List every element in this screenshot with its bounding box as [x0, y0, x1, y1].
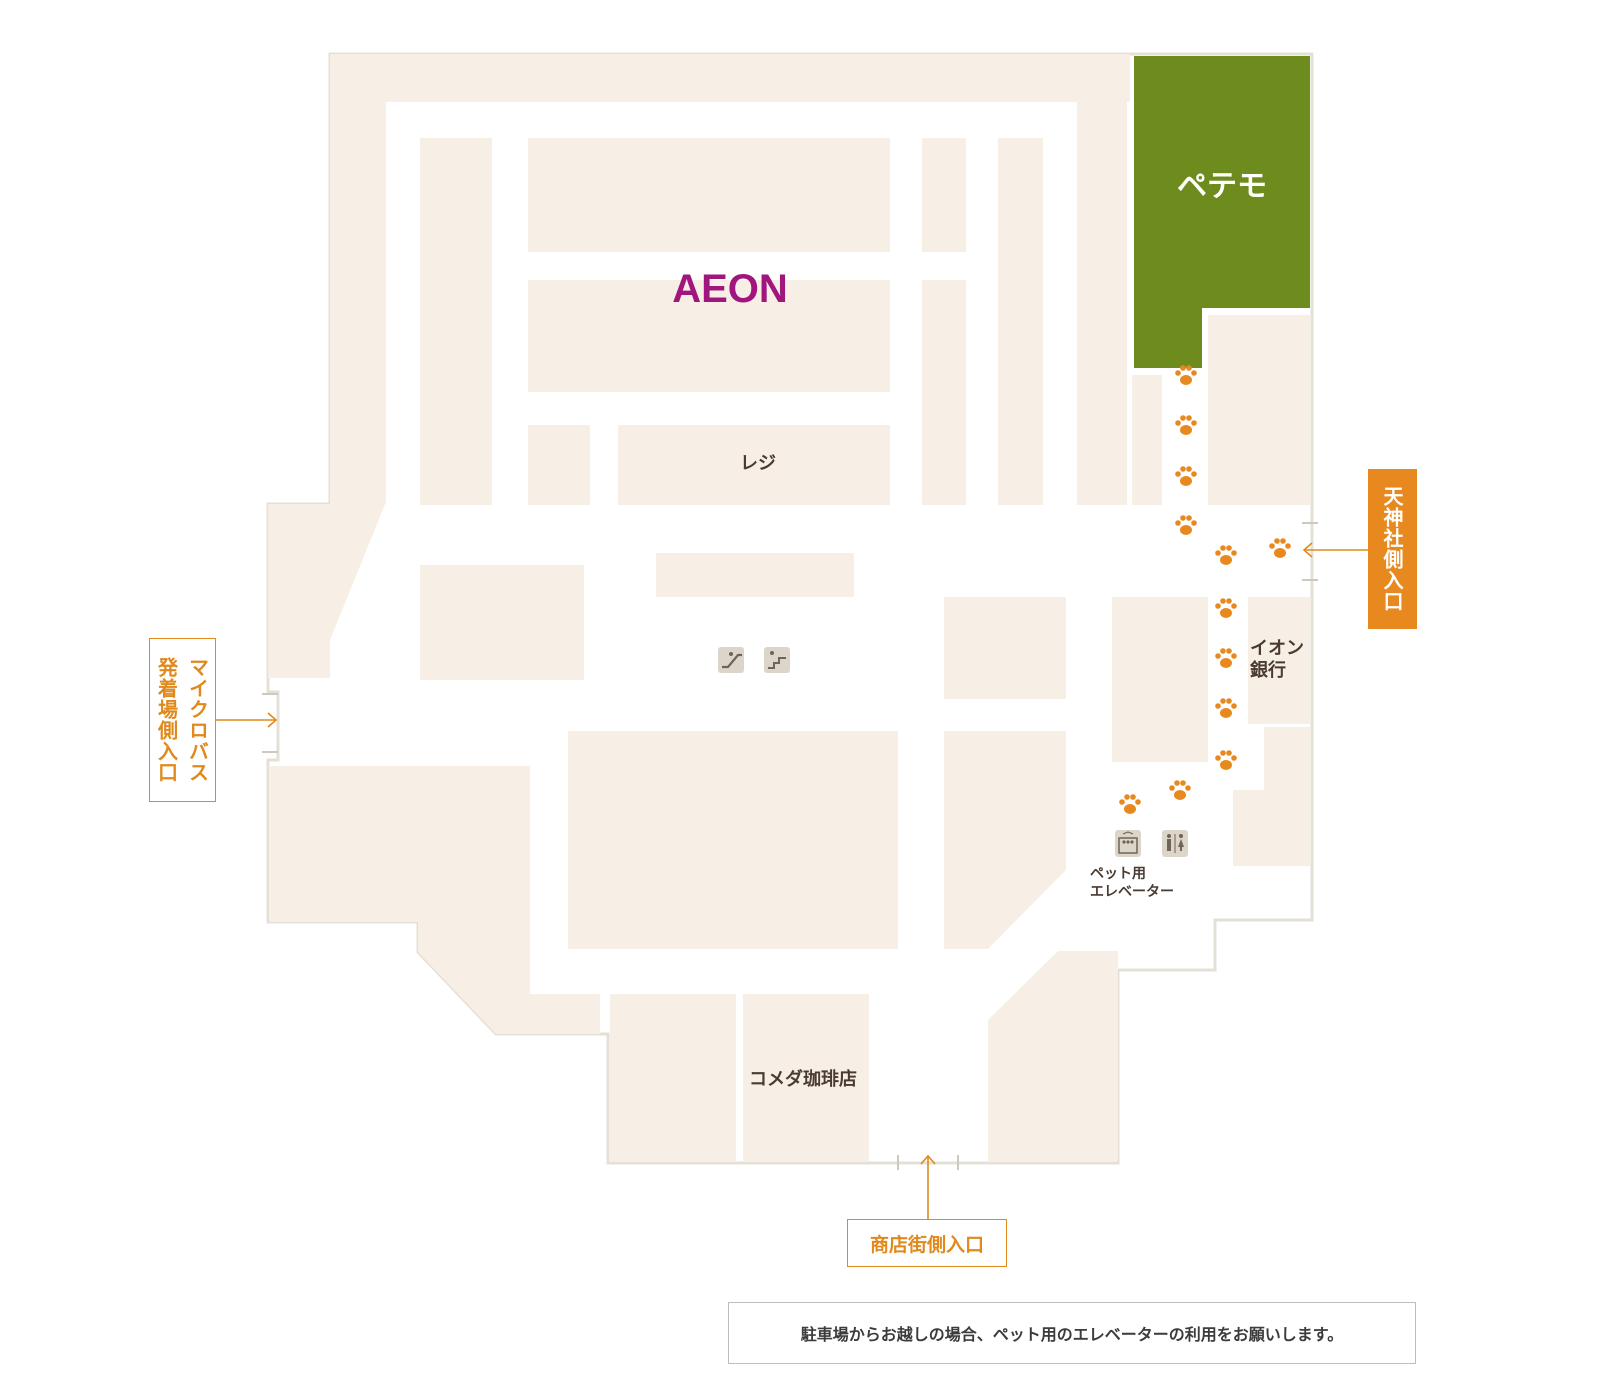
block-aeon-mid: [528, 280, 890, 392]
restroom-icon: [1162, 830, 1188, 857]
paw-print-icon: [1175, 415, 1197, 435]
tenjin-entrance-label: 天神社側入口: [1368, 469, 1417, 629]
microbus-entrance-label: マイクロバス 発着場側入口: [149, 638, 216, 802]
paw-print-icon: [1215, 750, 1237, 770]
paw-print-icon: [1269, 538, 1291, 558]
block-right-lower: [944, 731, 1066, 949]
paw-print-icon: [1215, 648, 1237, 668]
aeon-logo[interactable]: AEON: [672, 267, 788, 311]
block-komeda: [743, 994, 869, 1161]
block-small-1: [528, 425, 590, 505]
block-aeon-bank: [1248, 597, 1310, 724]
pet-elevator-label-2: エレベーター: [1090, 884, 1174, 900]
door-marks: [262, 522, 1318, 1170]
komeda-label: コメダ珈琲店: [749, 1068, 857, 1090]
info-note-text: 駐車場からお越しの場合、ペット用のエレベーターの利用をお願いします。: [800, 1325, 1344, 1344]
paw-trail: [1119, 365, 1291, 814]
block-bottom-left: [610, 994, 736, 1161]
microbus-entrance-line1: マイクロバス: [185, 657, 210, 783]
block-center-large: [568, 731, 898, 949]
entrance-arrows: [216, 542, 1368, 1219]
petemo-label: ペテモ: [1177, 169, 1267, 204]
shotengai-entrance-text: 商店街側入口: [869, 1233, 984, 1256]
info-note: 駐車場からお越しの場合、ペット用のエレベーターの利用をお願いします。: [728, 1302, 1416, 1364]
block-col-d: [1132, 375, 1162, 505]
outer-corridor: [268, 54, 1130, 678]
escalator-icon: [718, 647, 744, 673]
paw-print-icon: [1119, 794, 1141, 814]
block-col-b: [998, 138, 1043, 505]
block-left-tall: [420, 138, 492, 505]
microbus-entrance-line2: 発着場側入口: [154, 657, 179, 783]
paw-print-icon: [1175, 515, 1197, 535]
paw-print-icon: [1175, 466, 1197, 486]
paw-print-icon: [1175, 365, 1197, 385]
paw-print-icon: [1169, 780, 1191, 800]
petemo-store[interactable]: [1134, 56, 1310, 368]
aeon-bank-label-2: 銀行: [1250, 659, 1286, 681]
paw-print-icon: [1215, 545, 1237, 565]
block-col-a-bottom: [922, 280, 966, 505]
elevator-icon: [1115, 830, 1141, 857]
block-bottom-right: [988, 951, 1118, 1161]
paw-print-icon: [1215, 698, 1237, 718]
store-blocks: [270, 102, 1310, 1161]
register-label: レジ: [740, 453, 776, 474]
paw-print-icon: [1215, 598, 1237, 618]
block-col-c: [1077, 102, 1127, 505]
block-register: [618, 425, 890, 505]
block-right-mid-b: [1112, 597, 1208, 762]
block-right-stair: [1233, 727, 1310, 866]
tenjin-entrance-text: 天神社側入口: [1380, 486, 1404, 612]
aeon-bank-label: イオン: [1250, 638, 1304, 659]
block-right-mid-a: [944, 597, 1066, 699]
block-center-strip: [656, 553, 854, 597]
block-left-mid: [420, 565, 584, 680]
stairs-icon: [764, 647, 790, 673]
block-col-a-top: [922, 138, 966, 252]
block-aeon-top: [528, 138, 890, 252]
block-right-upper: [1208, 315, 1310, 505]
shotengai-entrance-label: 商店街側入口: [847, 1219, 1007, 1267]
block-left-bottom: [270, 766, 600, 1034]
pet-elevator-label: ペット用: [1090, 866, 1146, 882]
